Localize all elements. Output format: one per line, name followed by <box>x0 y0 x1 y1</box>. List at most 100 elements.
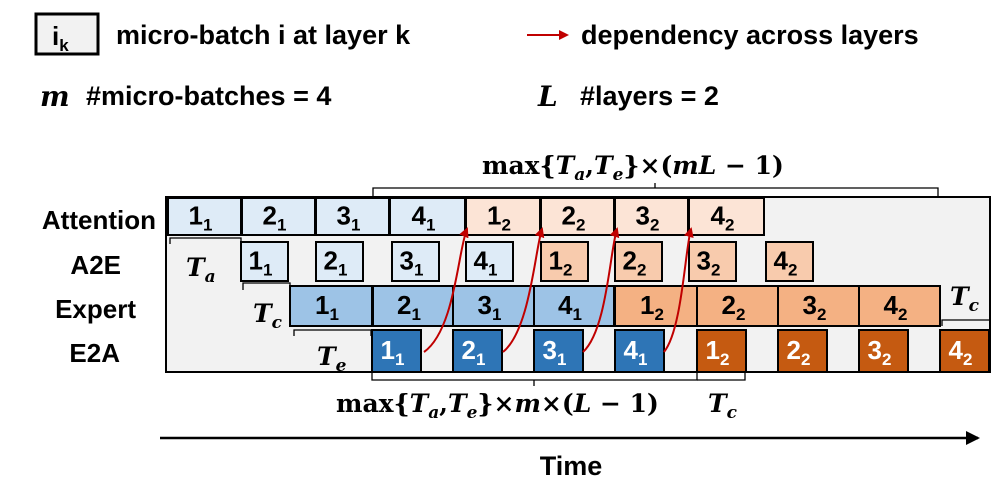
a2e-block: 41 <box>465 241 514 282</box>
e2a-block-rect <box>614 329 665 373</box>
expert-block-label: 11 <box>315 290 339 324</box>
delay-brackets: Ta Tc Te Tc <box>169 237 991 376</box>
a2e-block-label: 21 <box>324 246 348 280</box>
a2e-block: 12 <box>540 241 589 282</box>
time-axis-label: Time <box>540 451 603 481</box>
attention-block-label: 12 <box>487 201 511 235</box>
attention-block-label: 32 <box>636 201 660 235</box>
bottom-brace-formula: max{Ta,Te}×m×(L − 1) <box>336 389 659 423</box>
attention-block-label: 31 <box>337 201 361 235</box>
e2a-block-rect <box>777 329 828 373</box>
tc-label-right: Tc <box>950 282 980 316</box>
expert-block-label: 31 <box>478 290 502 324</box>
row-label-a2e: A2E <box>70 250 121 280</box>
attention-block-rect <box>389 197 466 236</box>
a2e-block-rect <box>765 241 814 282</box>
e2a-block-label: 21 <box>462 335 486 369</box>
bottom-brace-annotation: max{Ta,Te}×m×(L − 1) Tc <box>336 372 746 423</box>
attention-block-rect <box>614 197 689 236</box>
a2e-block-rect <box>540 241 589 282</box>
attention-block: 22 <box>540 197 615 236</box>
attention-block: 41 <box>389 197 466 236</box>
e2a-block-rect <box>452 329 503 373</box>
attention-block-label: 22 <box>562 201 586 235</box>
attention-block-rect <box>540 197 615 236</box>
te-label: Te <box>317 342 347 376</box>
expert-block-label: 41 <box>558 290 582 324</box>
e2a-block: 42 <box>939 329 990 373</box>
top-brace-formula: max{Ta,Te}×(mL − 1) <box>482 151 784 185</box>
e2a-block-label: 11 <box>381 335 405 369</box>
attention-block: 21 <box>241 197 316 236</box>
attention-block-label: 41 <box>412 201 436 235</box>
attention-block-label: 21 <box>263 201 287 235</box>
e2a-block-label: 31 <box>543 335 567 369</box>
expert-block: 42 <box>858 285 941 327</box>
e2a-block-rect <box>371 329 422 373</box>
expert-block-rect <box>372 285 454 327</box>
expert-block: 22 <box>696 285 779 327</box>
a2e-block-label: 12 <box>549 246 573 280</box>
expert-block: 21 <box>372 285 454 327</box>
expert-block: 32 <box>777 285 860 327</box>
legend-arrow-desc: dependency across layers <box>581 20 919 50</box>
attention-block-rect <box>315 197 390 236</box>
e2a-block: 41 <box>614 329 665 373</box>
expert-block-rect <box>533 285 615 327</box>
row-label-attention: Attention <box>42 205 156 235</box>
e2a-block-rect <box>696 329 747 373</box>
e2a-block: 21 <box>452 329 503 373</box>
legend-m-desc: #micro-batches = 4 <box>86 81 331 111</box>
e2a-block: 22 <box>777 329 828 373</box>
expert-block-rect <box>289 285 373 327</box>
e2a-block-rect <box>858 329 909 373</box>
e2a-block: 32 <box>858 329 909 373</box>
tc-label-bottom: Tc <box>708 389 738 423</box>
a2e-block-label: 42 <box>774 246 798 280</box>
expert-block: 11 <box>289 285 373 327</box>
expert-block-rect <box>696 285 779 327</box>
a2e-block: 42 <box>765 241 814 282</box>
row-label-e2a: E2A <box>69 338 120 368</box>
dependency-arrow-4 <box>663 227 694 353</box>
top-brace-annotation: max{Ta,Te}×(mL − 1) <box>372 151 939 196</box>
time-axis: Time <box>160 431 980 481</box>
e2a-block: 31 <box>533 329 584 373</box>
expert-block-label: 12 <box>640 290 664 324</box>
ta-label: Ta <box>186 253 216 287</box>
attention-block-label: 42 <box>711 201 735 235</box>
a2e-block-rect <box>614 241 663 282</box>
e2a-block-label: 22 <box>787 335 811 369</box>
e2a-block: 11 <box>371 329 422 373</box>
legend-l-symbol: L <box>537 80 558 113</box>
legend: ik micro-batch i at layer k dependency a… <box>34 12 919 113</box>
e2a-block: 12 <box>696 329 747 373</box>
legend-l-desc: #layers = 2 <box>580 81 719 111</box>
dependency-arrows <box>423 227 694 353</box>
attention-block: 11 <box>167 197 242 236</box>
attention-block: 32 <box>614 197 689 236</box>
a2e-block-label: 31 <box>400 246 424 280</box>
e2a-block-rect <box>533 329 584 373</box>
e2a-block-label: 12 <box>706 335 730 369</box>
expert-block-rect <box>452 285 535 327</box>
a2e-block-rect <box>315 241 364 282</box>
expert-block-label: 42 <box>884 290 908 324</box>
a2e-block: 32 <box>688 241 737 282</box>
dependency-arrow-1 <box>423 227 469 353</box>
expert-block-label: 32 <box>803 290 827 324</box>
e2a-block-label: 42 <box>949 335 973 369</box>
a2e-block-rect <box>240 241 289 282</box>
a2e-block-rect <box>688 241 737 282</box>
row-labels: Attention A2E Expert E2A <box>42 205 156 368</box>
attention-block: 42 <box>688 197 765 236</box>
e2a-block-label: 32 <box>868 335 892 369</box>
attention-block-rect <box>688 197 765 236</box>
legend-m-symbol: m <box>40 80 70 113</box>
tc-label-left: Tc <box>253 299 283 333</box>
a2e-block: 21 <box>315 241 364 282</box>
legend-block-swatch <box>34 12 100 56</box>
a2e-block-rect <box>465 241 514 282</box>
